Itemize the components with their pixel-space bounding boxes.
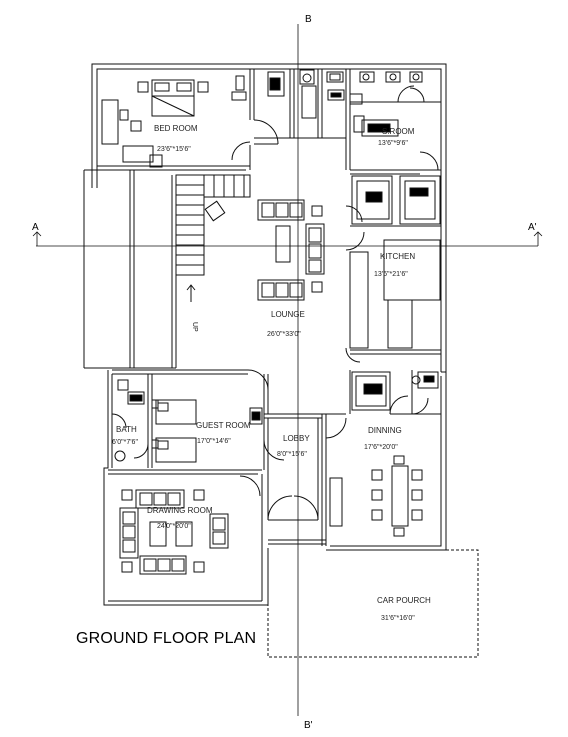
size-kitchen: 13'6"*21'6" [374, 271, 408, 278]
bedroom-walls [97, 69, 279, 171]
label-lobby: LOBBY [283, 434, 310, 443]
section-marker-a-left: A [32, 222, 39, 233]
label-kitchen: KITCHEN [380, 252, 415, 261]
label-guest-room: GUEST ROOM [196, 421, 251, 430]
drawing-title: GROUND FLOOR PLAN [76, 630, 257, 647]
servant-room [350, 119, 441, 175]
wash-area [349, 370, 441, 415]
left-open-area [129, 170, 177, 368]
dining [321, 413, 423, 546]
lounge-furniture [257, 199, 363, 363]
size-guest-room: 17'0"*14'6" [197, 438, 231, 445]
car-porch [267, 548, 479, 658]
label-bath: BATH [116, 425, 137, 434]
top-bathrooms [231, 69, 441, 170]
size-servant-room: 13'6"*9'6" [378, 140, 408, 147]
size-dining: 17'6"*20'0" [364, 444, 398, 451]
bedroom-furniture [101, 75, 247, 168]
label-drawing-room: DRAWING ROOM [147, 506, 213, 515]
label-car-porch: CAR POURCH [377, 596, 431, 605]
size-lounge: 26'0"*33'0" [267, 331, 301, 338]
guest-room [111, 369, 265, 470]
size-bath: 6'0"*7'6" [112, 439, 138, 446]
label-bedroom: BED ROOM [154, 124, 198, 133]
kitchen [345, 175, 441, 355]
outer-walls [83, 63, 447, 606]
size-car-porch: 31'6"*16'0" [381, 615, 415, 622]
label-servant-room: S.ROOM [382, 127, 415, 136]
section-marker-b-bottom: B' [304, 720, 313, 731]
size-bedroom: 23'6"*15'6" [157, 146, 191, 153]
size-lobby: 8'0"*15'6" [277, 451, 307, 458]
label-lounge: LOUNGE [271, 310, 305, 319]
section-marker-a-right: A' [528, 222, 537, 233]
staircase [175, 174, 251, 302]
section-lines [32, 24, 543, 716]
label-dining: DINNING [368, 426, 402, 435]
drawing-room [119, 475, 261, 575]
stair-up-label: UP [191, 322, 198, 332]
size-drawing-room: 24'0"*20'0" [157, 523, 191, 530]
section-marker-b-top: B [305, 14, 312, 25]
lobby [247, 369, 326, 545]
